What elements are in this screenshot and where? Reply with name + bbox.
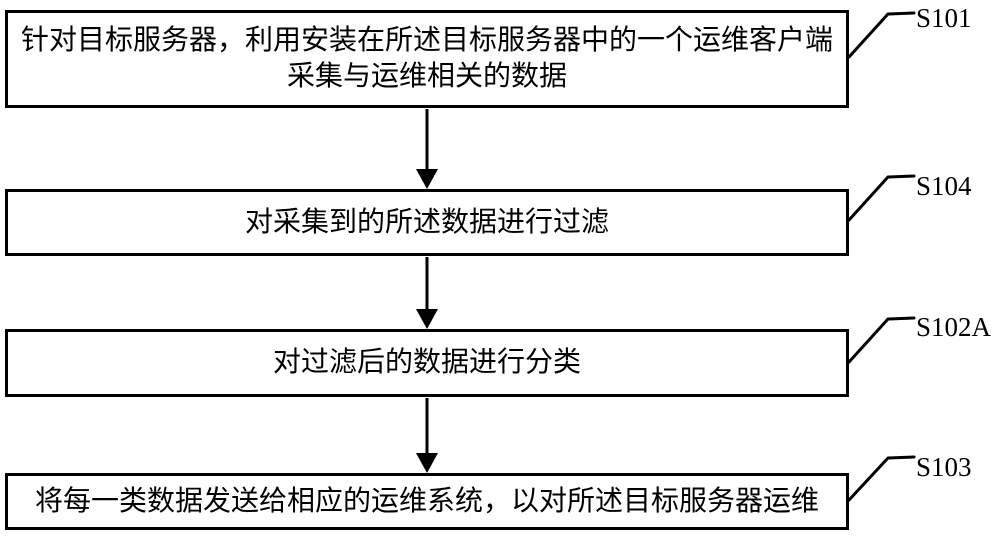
leader-line-s104	[847, 174, 916, 222]
arrow-down-1	[416, 109, 438, 189]
step-box-s103: 将每一类数据发送给相应的运维系统，以对所述目标服务器运维	[5, 473, 849, 530]
step-text-s103: 将每一类数据发送给相应的运维系统，以对所述目标服务器运维	[34, 485, 819, 517]
step-label-s104: S104	[916, 171, 972, 201]
step-text-s101: 针对目标服务器，利用安装在所述目标服务器中的一个运维客户端采集与运维相关的数据	[20, 25, 833, 92]
step-box-s102a: 对过滤后的数据进行分类	[5, 329, 849, 397]
step-label-s103: S103	[916, 452, 972, 482]
leader-line-s102a	[847, 316, 916, 364]
arrow-down-3	[416, 398, 438, 473]
step-box-s101: 针对目标服务器，利用安装在所述目标服务器中的一个运维客户端采集与运维相关的数据	[5, 10, 849, 108]
leader-line-s103	[847, 455, 916, 502]
leader-line-s101	[847, 11, 916, 59]
step-box-s104: 对采集到的所述数据进行过滤	[5, 189, 849, 256]
arrow-down-2	[416, 257, 438, 329]
step-label-s102a: S102A	[916, 312, 992, 342]
step-label-s101: S101	[916, 3, 972, 33]
step-text-s104: 对采集到的所述数据进行过滤	[244, 206, 609, 238]
step-text-s102a: 对过滤后的数据进行分类	[272, 347, 581, 378]
